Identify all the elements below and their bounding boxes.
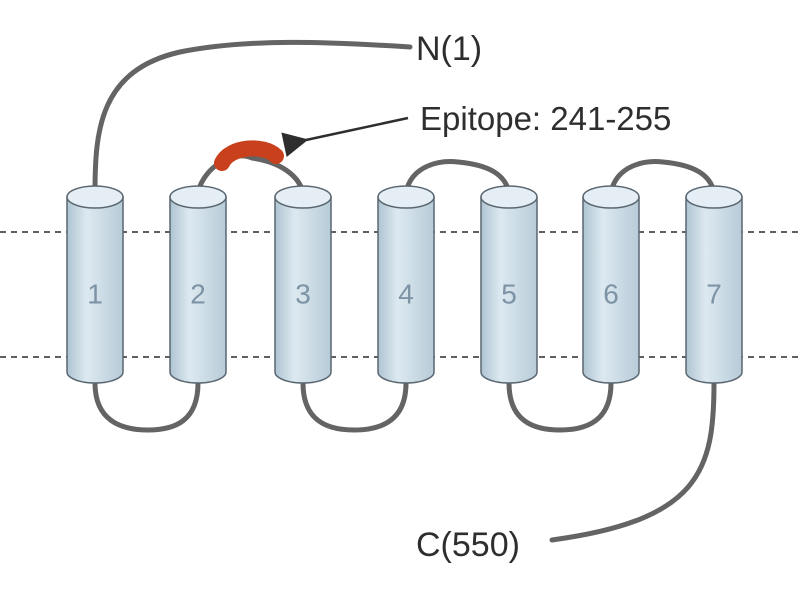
helix-4-label: 4 — [398, 278, 414, 309]
c-terminus-label: C(550) — [416, 526, 520, 564]
n-terminus-label: N(1) — [416, 30, 482, 68]
epitope-label: Epitope: 241-255 — [420, 100, 671, 137]
helix-2: 2 — [169, 185, 227, 384]
intracellular-loop-3 — [506, 380, 614, 433]
intracellular-loop-1 — [92, 380, 201, 433]
helix-6: 6 — [582, 185, 640, 384]
helix-1-label: 1 — [87, 278, 103, 309]
n-terminus-tail — [92, 39, 413, 195]
helix-3: 3 — [274, 185, 332, 384]
intracellular-loop-2 — [300, 380, 409, 433]
extracellular-loop-2 — [403, 159, 512, 195]
epitope-marker — [214, 140, 284, 171]
helix-5: 5 — [480, 185, 538, 384]
epitope-arrow — [281, 116, 409, 157]
helix-2-label: 2 — [190, 278, 206, 309]
helix-7-label: 7 — [706, 278, 722, 309]
helix-4: 4 — [377, 185, 435, 384]
loops — [92, 39, 717, 543]
helix-6-label: 6 — [603, 278, 619, 309]
helix-1: 1 — [66, 185, 124, 384]
helix-5-label: 5 — [501, 278, 517, 309]
extracellular-loop-1 — [195, 153, 306, 195]
c-terminus-tail — [549, 380, 717, 543]
helix-3-label: 3 — [295, 278, 311, 309]
extracellular-loop-3 — [608, 159, 717, 195]
helix-7: 7 — [685, 185, 743, 384]
